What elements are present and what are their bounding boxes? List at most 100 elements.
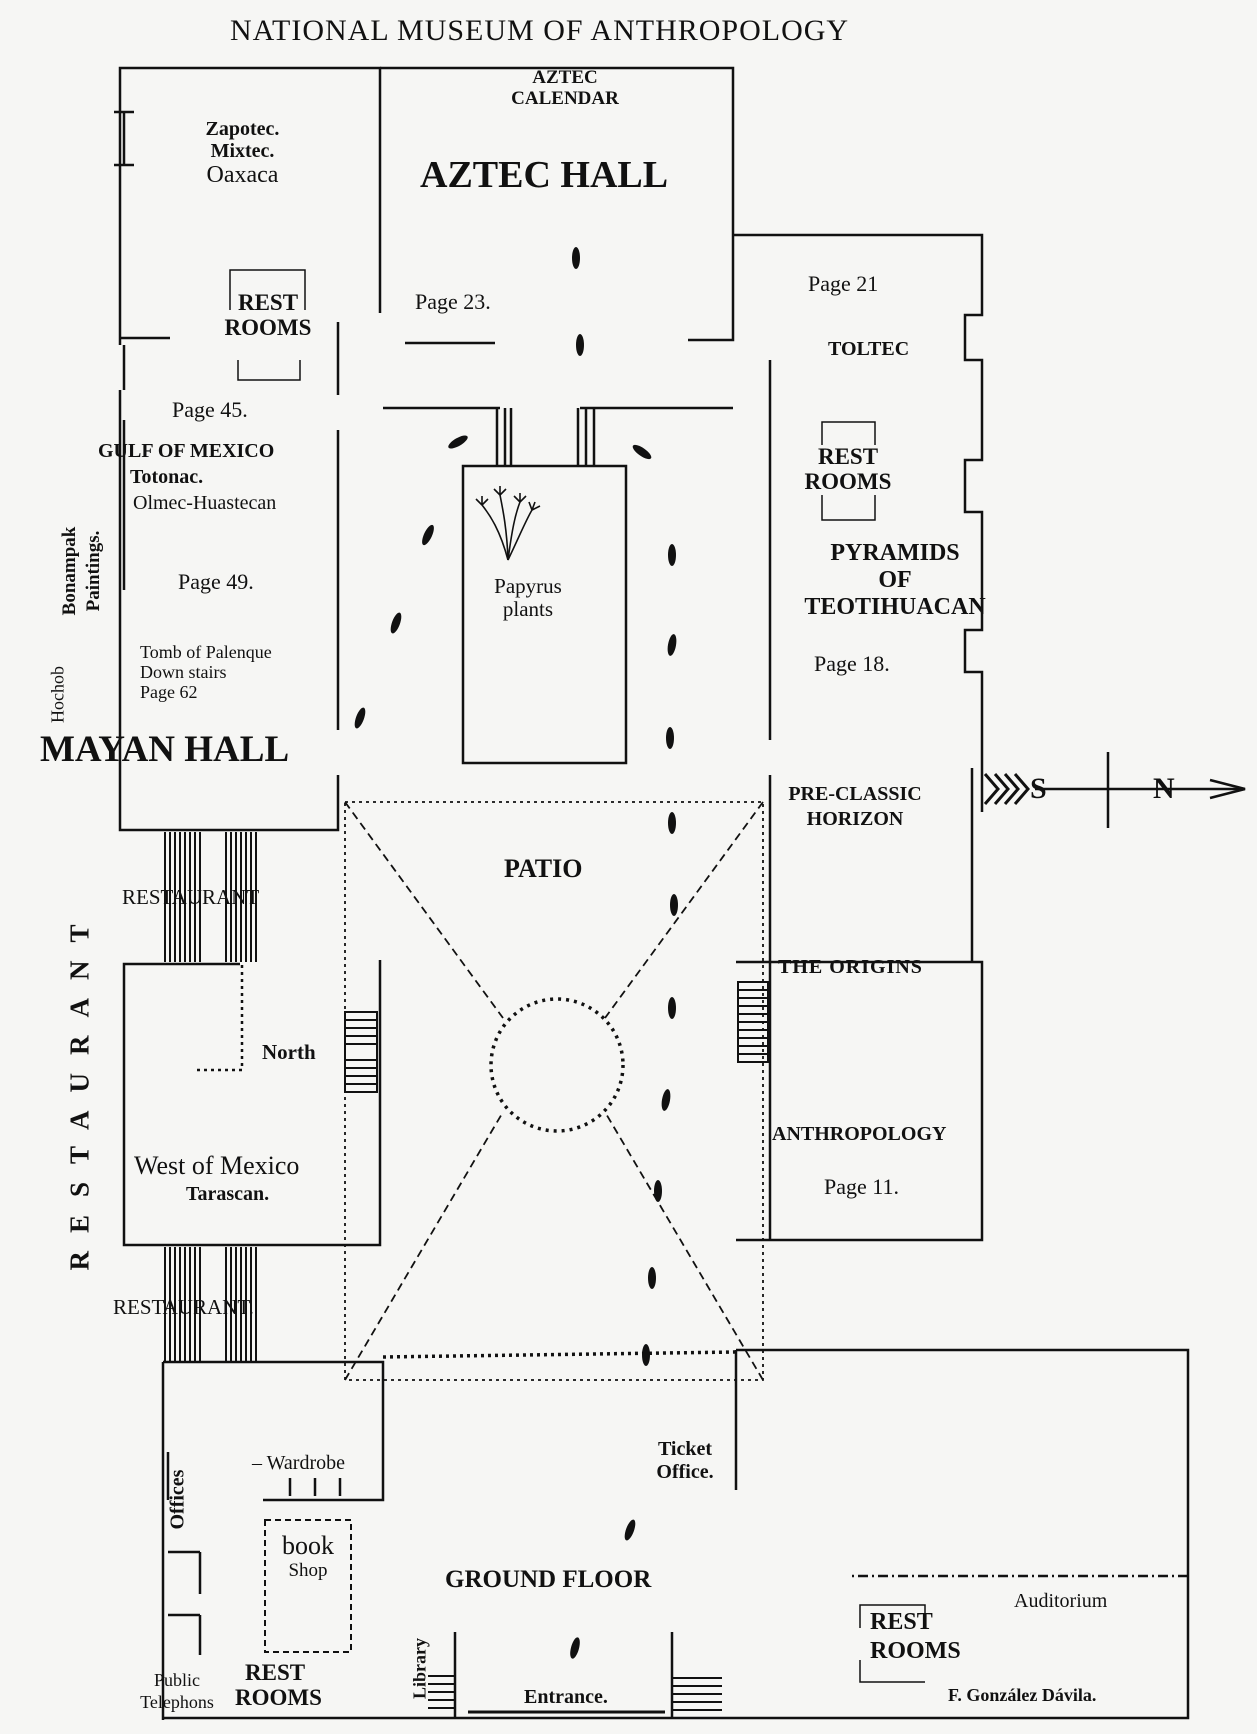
footprint-icon — [354, 707, 366, 729]
library-label: Library — [409, 1638, 430, 1699]
book-shop-label: book Shop — [268, 1531, 348, 1581]
restaurant-bridge-upper — [164, 832, 257, 962]
west-mexico-north: North — [262, 1040, 316, 1064]
book-line2: Shop — [288, 1559, 328, 1581]
patio-fountain — [489, 997, 625, 1133]
preclassic-line1: PRE-CLASSIC — [788, 783, 922, 805]
zapotec-line3: Oaxaca — [206, 162, 279, 188]
footprint-icon — [670, 894, 678, 916]
rest-rooms-entrance: REST ROOMS — [235, 1660, 322, 1711]
toltec-page: Page 21 — [808, 271, 879, 296]
rest-rooms-line1: REST — [245, 1660, 306, 1685]
restaurant-lower: RESTAURANT. — [113, 1295, 254, 1319]
stairs-west-patio — [344, 1011, 378, 1093]
teotihuacan-line2: OF — [878, 567, 912, 594]
footprint-icon — [642, 1344, 650, 1366]
zapotec-line1: Zapotec. — [205, 118, 280, 140]
gulf-page-top: Page 45. — [172, 397, 248, 422]
stairs-east-patio — [737, 981, 769, 1063]
zapotec-line2: Mixtec. — [210, 140, 275, 162]
anthropology-page: Page 11. — [824, 1174, 899, 1199]
compass-north: N — [1153, 772, 1175, 805]
aztec-calendar-line2: CALENDAR — [511, 87, 619, 109]
footprint-icon — [576, 334, 584, 356]
mayan-hall-wall — [118, 390, 340, 832]
footprints-route — [354, 247, 678, 1659]
offices-label: Offices — [166, 1469, 189, 1530]
aztec-hall-page: Page 23. — [415, 289, 491, 314]
public-telephones-label: Public Telephons — [122, 1670, 232, 1713]
wardrobe-text: Wardrobe — [266, 1452, 345, 1474]
aztec-hall-wall — [380, 66, 735, 342]
telephones-line1: Public — [153, 1670, 200, 1690]
papyrus-court — [461, 464, 628, 765]
gulf-totonac: Totonac. — [130, 466, 204, 488]
stairs-library — [428, 1675, 455, 1709]
palenque-label: Tomb of Palenque Down stairs Page 62 — [140, 642, 272, 702]
footprint-icon — [668, 997, 676, 1019]
west-mexico-hall-wall — [122, 960, 382, 1247]
footprint-icon — [668, 544, 676, 566]
footprint-icon — [667, 634, 677, 656]
footprint-icon — [448, 435, 468, 449]
compass-arrow — [983, 752, 1246, 828]
bonampak-line2: Paintings. — [83, 530, 104, 612]
aztec-calendar-label: AZTEC CALENDAR — [505, 67, 625, 110]
auditorium-label: Auditorium — [1014, 1590, 1108, 1612]
stairs-entrance — [672, 1677, 722, 1711]
palenque-line1: Tomb of Palenque — [140, 642, 272, 662]
origins-hall-name: THE ORIGINS — [778, 956, 923, 978]
papyrus-label: Papyrus plants — [478, 574, 578, 622]
mayan-hall-name: MAYAN HALL — [40, 729, 290, 770]
book-shop-box — [264, 1519, 352, 1653]
teotihuacan-line1: PYRAMIDS — [830, 540, 960, 566]
preclassic-line2: HORIZON — [806, 808, 904, 830]
west-mexico-name: West of Mexico — [134, 1151, 300, 1180]
footprint-icon — [661, 1089, 671, 1111]
papyrus-line2: plants — [502, 597, 554, 622]
teotihuacan-page: Page 18. — [814, 651, 890, 676]
rest-rooms-line1: REST — [237, 290, 299, 315]
footprint-icon — [668, 812, 676, 834]
anthropology-hall-name: ANTHROPOLOGY — [772, 1123, 947, 1145]
papyrus-plant-icon — [475, 486, 541, 561]
gulf-page: Page 49. — [178, 569, 254, 594]
footprint-icon — [570, 1637, 580, 1659]
west-mexico-sub: Tarascan. — [186, 1183, 270, 1205]
rest-rooms-north-left: REST ROOMS — [222, 290, 314, 341]
footprint-icon — [572, 247, 580, 269]
preclassic-label: PRE-CLASSIC HORIZON — [775, 782, 935, 832]
palenque-line3: Page 62 — [140, 682, 198, 703]
ground-floor-wall — [163, 1360, 385, 1502]
rest-rooms-line2: ROOMS — [870, 1637, 961, 1664]
hochob-label: Hochob — [47, 666, 68, 723]
restaurant-bridge-lower — [164, 1247, 257, 1362]
bonampak-line1: Bonampak — [59, 526, 80, 616]
wardrobe-label: – Wardrobe — [252, 1452, 345, 1474]
compass-south: S — [1030, 772, 1047, 805]
papyrus-line1: Papyrus — [494, 574, 562, 598]
rest-rooms-auditorium: REST ROOMS — [870, 1608, 961, 1666]
ticket-office-label: Ticket Office. — [640, 1438, 730, 1484]
footprint-icon — [654, 1180, 662, 1202]
rest-rooms-line2: ROOMS — [235, 1685, 322, 1711]
restaurant-vertical: RESTAURANT — [64, 906, 95, 1271]
gulf-olmec: Olmec-Huastecan — [133, 492, 277, 514]
ticket-line1: Ticket — [657, 1438, 713, 1460]
restaurant-upper: RESTAURANT — [122, 885, 260, 909]
teotihuacan-label: PYRAMIDS OF TEOTIHUACAN — [770, 540, 1020, 621]
signature-label: F. González Dávila. — [948, 1685, 1097, 1705]
footprint-icon — [624, 1519, 636, 1541]
footprint-icon — [666, 727, 674, 749]
rest-rooms-line1: REST — [870, 1609, 933, 1635]
rest-rooms-line2: ROOMS — [804, 469, 892, 495]
rest-rooms-line2: ROOMS — [224, 315, 312, 341]
zapotec-hall-label: Zapotec. Mixtec. Oaxaca — [185, 118, 300, 188]
teotihuacan-line3: TEOTIHUACAN — [804, 594, 986, 621]
rest-rooms-toltec: REST ROOMS — [802, 444, 894, 495]
book-line1: book — [282, 1531, 334, 1560]
footprint-icon — [632, 444, 652, 460]
rest-rooms-line1: REST — [817, 444, 879, 469]
telephones-line2: Telephons — [140, 1691, 214, 1712]
